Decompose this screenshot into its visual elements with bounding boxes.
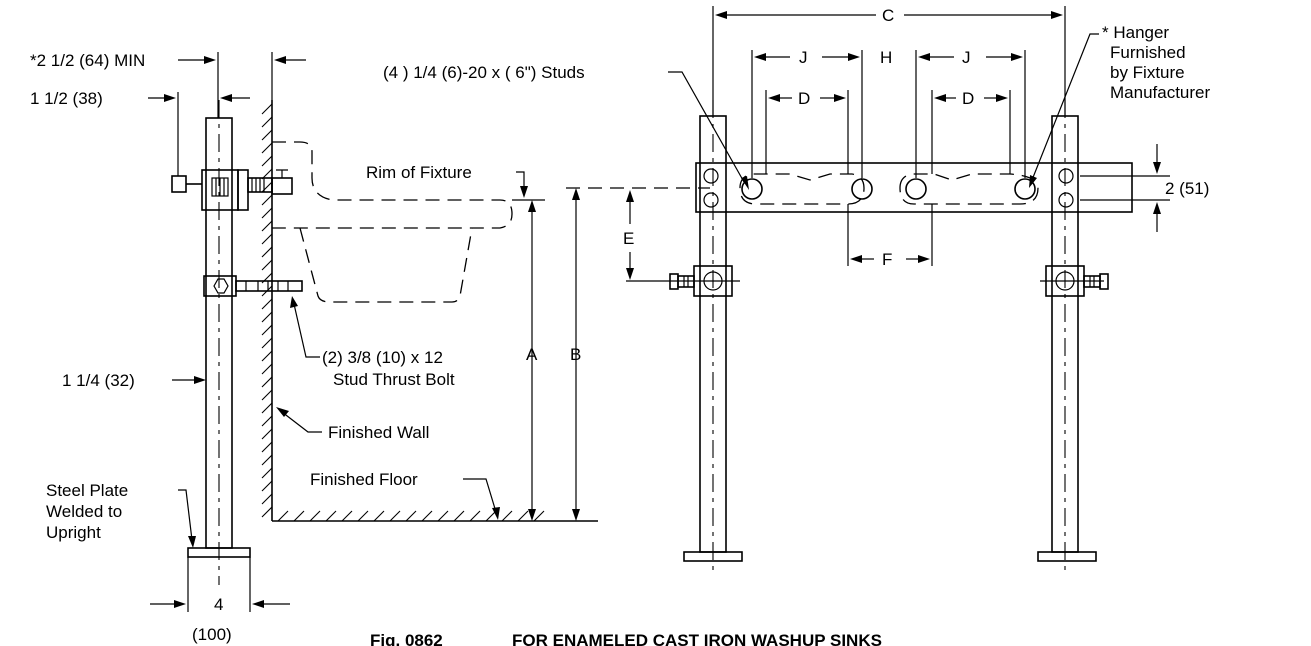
label-hanger-height: 2 (51) [1165,179,1209,198]
label-hanger-2: Furnished [1110,43,1186,62]
sink-outline [272,141,513,303]
label-dim-e: E [623,229,634,248]
front-view [626,6,1170,572]
label-dim-j-left: J [799,48,808,67]
label-dim-d-right: D [962,89,974,108]
label-steel-plate-2: Welded to [46,502,122,521]
label-dim-b: B [570,345,581,364]
label-dim-f: F [882,250,892,269]
label-rim-of-fixture: Rim of Fixture [366,163,472,182]
label-plate-width-mm: (100) [192,625,232,644]
upper-clamp-assembly [171,169,293,211]
label-steel-plate-1: Steel Plate [46,481,128,500]
label-dim-j-right: J [962,48,971,67]
side-view [148,52,710,612]
label-dim-d-left: D [798,89,810,108]
label-pipe-size: 1 1/4 (32) [62,371,135,390]
labels: *2 1/2 (64) MIN 1 1/2 (38) (4 ) 1/4 (6)-… [30,6,1210,644]
label-hanger-4: Manufacturer [1110,83,1210,102]
label-finished-floor: Finished Floor [310,470,418,489]
label-plate-width: 4 [214,595,223,614]
caption-fig-title: FOR ENAMELED CAST IRON WASHUP SINKS [512,631,882,646]
side-steel-plate [187,547,251,558]
hanger-plate [695,162,1133,213]
label-thrust-bolt-1: (2) 3/8 (10) x 12 [322,348,443,367]
floor-hatching [277,510,545,522]
figure-caption: Fig. 0862 FOR ENAMELED CAST IRON WASHUP … [370,631,882,646]
label-steel-plate-3: Upright [46,523,101,542]
label-dim-a: A [526,345,538,364]
label-studs: (4 ) 1/4 (6)-20 x ( 6") Studs [383,63,585,82]
label-thrust-bolt-2: Stud Thrust Bolt [333,370,455,389]
lower-clamp-assembly [203,275,303,297]
label-dim-h: H [880,48,892,67]
label-offset: 1 1/2 (38) [30,89,103,108]
label-dim-c: C [882,6,894,25]
label-finished-wall: Finished Wall [328,423,429,442]
wall-hatching [261,103,273,518]
caption-fig-number: Fig. 0862 [370,631,443,646]
label-hanger-1: * Hanger [1102,23,1169,42]
label-min-clearance: *2 1/2 (64) MIN [30,51,145,70]
label-hanger-3: by Fixture [1110,63,1185,82]
